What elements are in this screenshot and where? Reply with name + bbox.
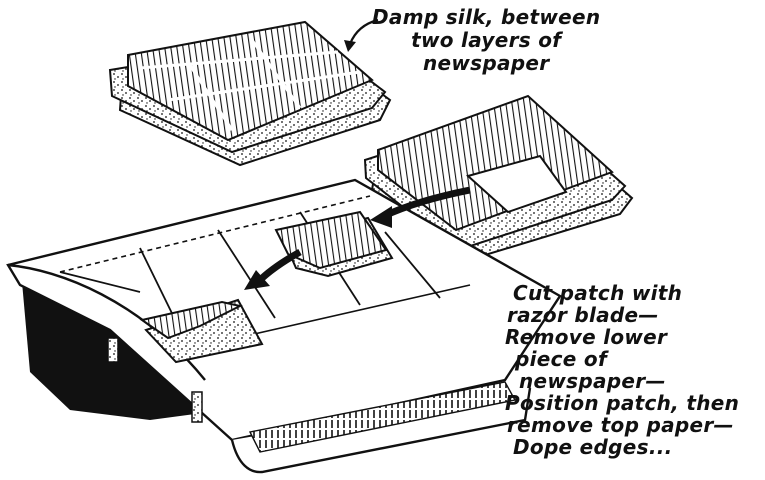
annotation-line: Damp silk, between [372,5,601,29]
wing-spar [59,195,371,273]
patch-top-paper-peeling [139,300,243,340]
leader-arrowhead-top [344,40,356,52]
wing-panel [6,178,562,474]
leading-edge-ribbing [248,381,517,453]
hinge-tab [191,391,203,423]
silk-rib-line [139,50,339,70]
annotation-line: two layers of [411,28,562,52]
annotation-line: Position patch, then [505,391,740,415]
transfer-arrowhead-1 [370,206,392,228]
wing-rib [217,229,276,319]
silk-rib-line [250,39,302,109]
annotation-line: newspaper— [519,369,666,393]
silk-patch-lifted [274,210,394,278]
annotation-line: Dope edges... [513,435,673,459]
annotation-line: piece of [515,347,607,371]
hinge-tab [107,337,119,363]
annotation-line: razor blade— [507,303,659,327]
annotation-silk-layers: Damp silk, between two layers of newspap… [372,6,600,75]
transfer-arrowhead-2 [244,270,270,290]
annotation-patch-steps: Cut patch with razor blade— Remove lower… [505,282,739,458]
wing-rib [384,231,441,299]
annotation-line: Remove lower [505,325,668,349]
silk-stack-top [108,20,392,167]
annotation-line: Cut patch with [513,281,683,305]
silk-rib-line [167,70,361,102]
annotation-line: remove top paper— [507,413,734,437]
patch-silk [274,210,388,270]
annotation-line: newspaper [422,51,550,75]
wing-rib [59,271,141,293]
silk-layer [127,20,374,142]
silk-patch-placed [139,298,264,364]
silk-rib-line [186,61,234,131]
cut-out-hole [465,154,568,214]
